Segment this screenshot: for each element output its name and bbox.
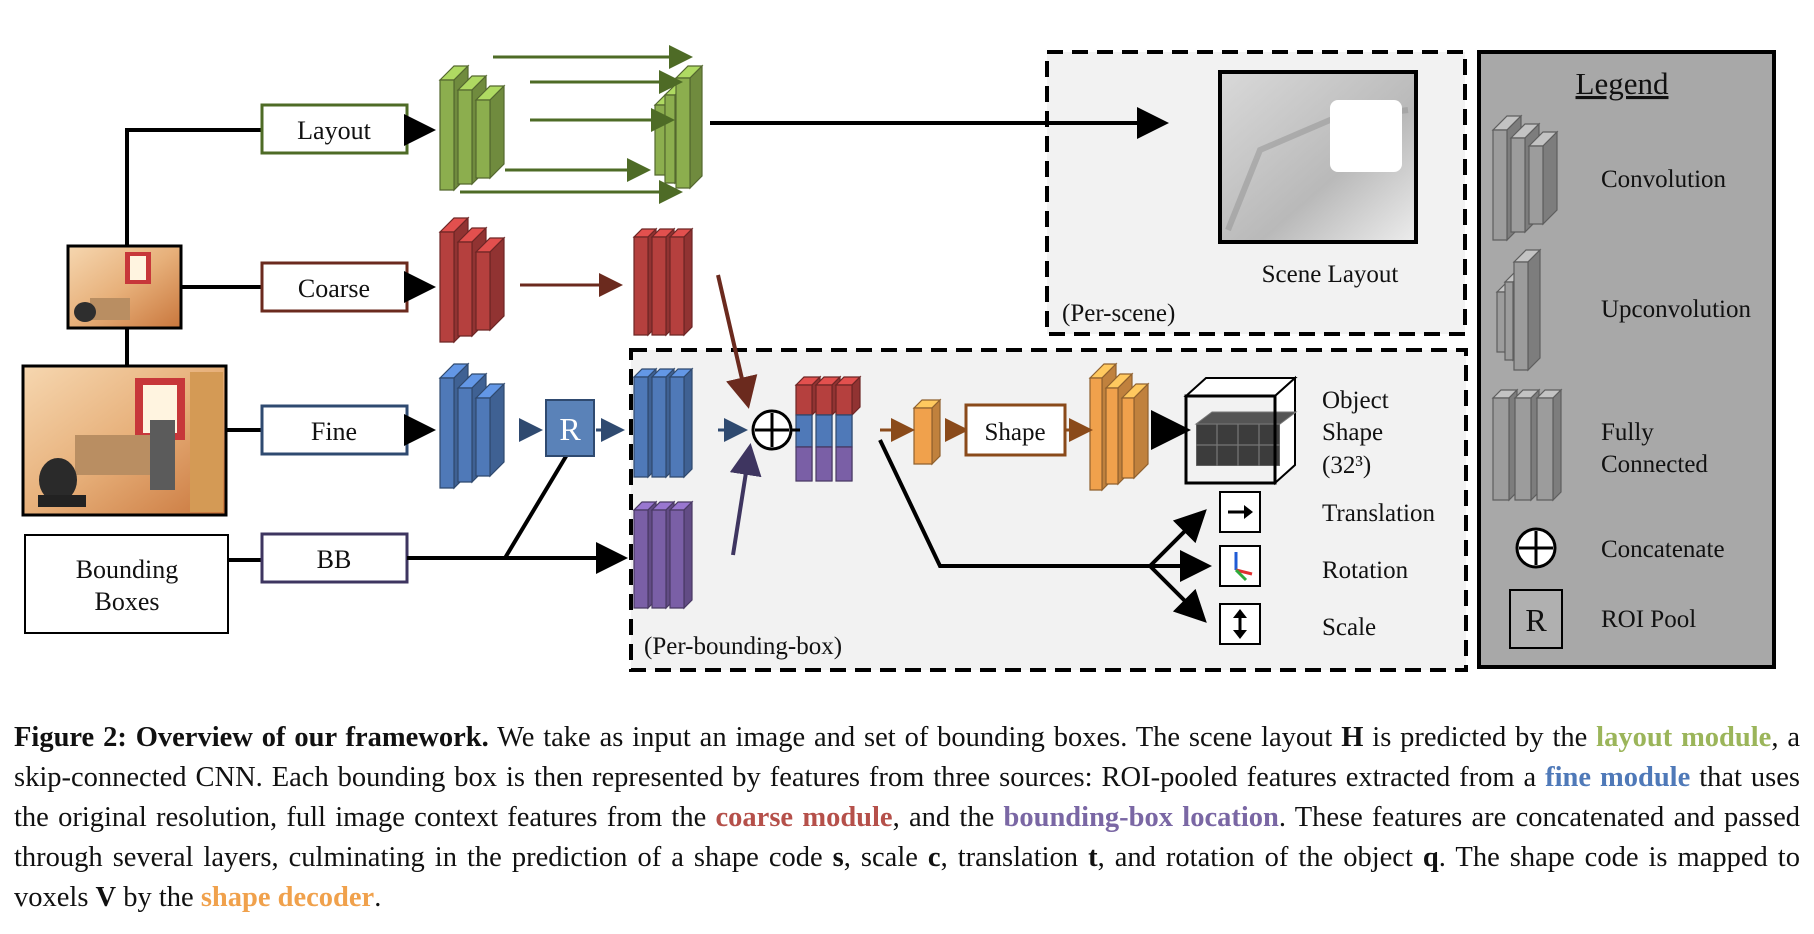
caption-text-1: We take as input an image and set of bou… [488,722,1342,753]
var-t: t [1088,842,1098,873]
caption-text-7: , scale [843,842,928,873]
concat-fine-part [815,414,833,448]
layout-module-ref: layout module [1596,722,1772,753]
legend-upconvolution-label: Upconvolution [1601,296,1751,323]
shape-module-box: Shape [964,403,1067,457]
concat-bb-part [795,446,813,482]
caption-text-8: , translation [940,842,1089,873]
object-shape-label-3: (32³) [1322,452,1371,479]
object-shape-label-1: Object [1322,387,1389,414]
svg-text:Layout: Layout [297,116,371,145]
caption-text-2: is predicted by the [1363,722,1597,753]
legend-upconv-icon [1512,248,1542,372]
legend-title: Legend [1576,66,1669,101]
scene-layout-image [1218,70,1418,244]
shape-decoder-ref: shape decoder [200,882,375,913]
bb-input-label-1: Bounding [76,555,179,584]
legend-convolution-label: Convolution [1601,166,1727,193]
var-c: c [927,842,941,873]
rotation-label: Rotation [1322,557,1409,584]
legend-fully-label-2: Connected [1601,451,1708,478]
var-H: H [1341,722,1364,753]
svg-text:Coarse: Coarse [298,274,370,303]
svg-text:R: R [1525,602,1547,638]
layout-upconv-layer [674,64,704,190]
shape-upconv-layer [1120,382,1150,480]
layout-conv-layer [474,84,506,180]
bb-module-box: BB [260,532,409,584]
skip-connections [460,45,693,204]
concat-fine-part [835,414,853,448]
roi-pool-block: R [545,399,595,457]
caption-text-6: . These features are concatenated and pa… [14,802,1800,873]
rotation-icon [1219,545,1261,587]
var-V: V [95,882,117,913]
caption-text-3: , a skip-connected CNN. Each bounding bo… [14,722,1800,793]
coarse-fc-layer [668,227,694,337]
small-input-image [66,244,183,330]
voxel-shape-icon [1183,375,1298,486]
legend-fc-icon [1491,388,1519,502]
caption-text-5: , and the [892,802,1004,833]
caption-text-9: , and rotation of the object [1097,842,1423,873]
var-q: q [1422,842,1439,873]
var-s: s [832,842,844,873]
legend-concatenate-icon [1515,527,1557,569]
caption-heading: Overview of our framework. [135,722,489,753]
svg-text:Fine: Fine [311,417,357,446]
concat-bb-part [835,446,853,482]
translation-label: Translation [1322,500,1435,527]
bb-input-label-2: Boxes [95,587,160,616]
input-connectors [125,128,262,562]
per-box-label: (Per-bounding-box) [644,633,842,660]
parameter-branches [878,439,1212,623]
fine-module-ref: fine module [1545,762,1691,793]
fine-module-box: Fine [260,404,409,456]
framework-diagram: Bounding Boxes Layout Coarse Fine BB R [21,45,1776,672]
scale-icon [1219,603,1261,645]
layout-module-box: Layout [260,103,409,155]
shape-code-layer [912,398,942,466]
figure-caption: Figure 2: Overview of our framework. We … [14,718,1800,918]
legend-conv-icon [1527,130,1559,226]
bb-location-ref: bounding-box location [1003,802,1279,833]
object-shape-label-2: Shape [1322,419,1383,446]
concatenate-symbol [751,409,793,451]
svg-text:BB: BB [317,545,352,574]
legend-roi-label: ROI Pool [1601,606,1696,633]
fine-fc-layer [668,367,694,479]
full-input-image [21,364,228,517]
caption-text-11: by the [116,882,201,913]
caption-text-12: . [374,882,382,913]
fine-conv-layer [474,382,506,478]
legend-fully-label-1: Fully [1601,419,1654,446]
coarse-module-box: Coarse [260,261,409,313]
caption-label: Figure 2: [14,722,127,753]
translation-icon [1219,491,1261,533]
svg-text:Shape: Shape [984,419,1045,446]
legend-concatenate-label: Concatenate [1601,536,1725,563]
caption-text-10: . The shape code is mapped to voxels [14,842,1800,913]
coarse-conv-layer [474,236,506,332]
concat-coarse-part [834,375,862,417]
legend-fc-icon [1513,388,1541,502]
scene-layout-label: Scene Layout [1262,261,1399,288]
per-box-panel [629,348,1468,672]
legend-roi-icon: R [1509,589,1563,649]
coarse-module-ref: coarse module [715,802,893,833]
legend-fc-icon [1535,388,1563,502]
scale-label: Scale [1322,614,1376,641]
bounding-boxes-input [24,534,229,634]
concat-bb-part [815,446,833,482]
caption-text-4: that uses the original resolution, full … [14,762,1801,833]
per-scene-label: (Per-scene) [1062,300,1175,327]
svg-text:R: R [559,411,581,447]
bb-fc-layer [668,500,694,610]
